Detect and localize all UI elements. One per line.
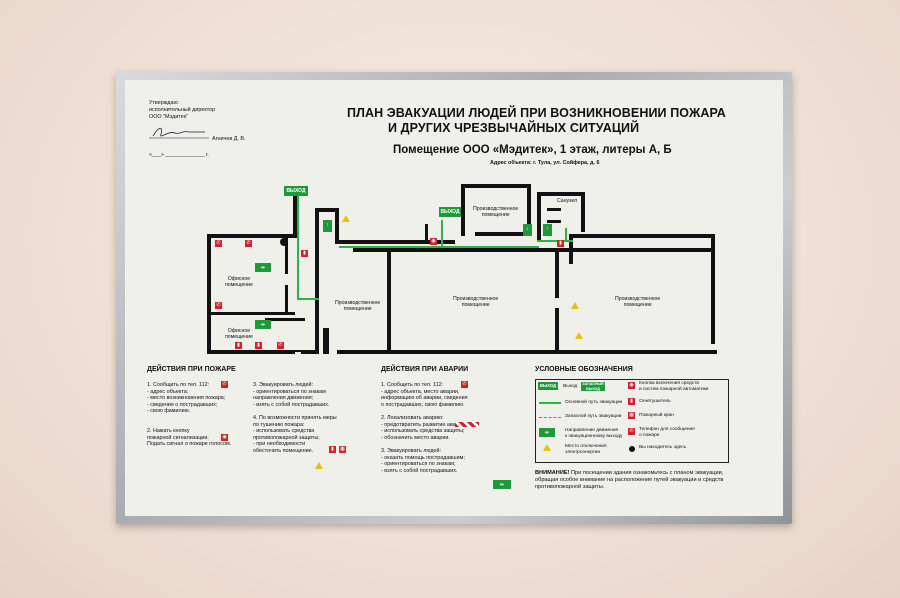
legend-table bbox=[535, 379, 729, 463]
phone-icon: ✆ bbox=[277, 342, 284, 349]
phone-icon: ✆ bbox=[461, 381, 468, 388]
plan-title-line-2: И ДРУГИХ ЧРЕЗВЫЧАЙНЫХ СИТУАЦИЙ bbox=[388, 121, 640, 135]
legend-exit-sign: ВЫХОД bbox=[538, 382, 558, 390]
power-off-warning-icon bbox=[575, 332, 583, 339]
legend-you-are-here: Вы находитесь здесь bbox=[639, 445, 687, 450]
notice-bold: ВНИМАНИЕ! bbox=[535, 470, 570, 476]
legend-exit: Выход bbox=[563, 384, 578, 389]
legend-alt-exit-sign: ЗАПАСНЫЙ ВЫХОД bbox=[581, 382, 605, 391]
room-office-1: Офисное помещение bbox=[225, 276, 253, 288]
notice: ВНИМАНИЕ! При посещении здания ознакомьт… bbox=[535, 470, 723, 491]
legend-you-are-here-icon bbox=[629, 446, 635, 452]
accident-actions-text: 1. Сообщить по тел. 112: - адрес объекта… bbox=[381, 382, 468, 474]
power-off-warning-icon bbox=[342, 215, 350, 222]
fire-button-icon: ◉ bbox=[430, 238, 437, 245]
direction-sign-1: ⇨ bbox=[255, 263, 271, 272]
extinguisher-icon: ▮ bbox=[301, 250, 308, 257]
direction-sign-4: ↓ bbox=[523, 224, 532, 236]
power-off-warning-icon bbox=[571, 302, 579, 309]
fire-actions-col-2: 3. Эвакуировать людей: - ориентироваться… bbox=[253, 382, 337, 454]
legend-main-route: Основной путь эвакуации bbox=[565, 400, 623, 405]
direction-sign-2: ⇨ bbox=[255, 320, 271, 329]
legend-direction-sign: ⇨ bbox=[539, 428, 555, 437]
legend-phone: Телефон для сообщения о пожаре bbox=[639, 427, 695, 438]
legend-main-route-line bbox=[539, 402, 561, 404]
you-are-here-icon bbox=[280, 238, 288, 246]
approval-signer: Агничев Д. В. bbox=[212, 136, 246, 142]
phone-icon: ✆ bbox=[215, 240, 222, 247]
direction-sign-5: ↑ bbox=[543, 224, 552, 236]
power-off-warning-icon bbox=[315, 462, 323, 469]
fire-actions-col-1: 1. Сообщить по тел. 112: - адрес объекта… bbox=[147, 382, 232, 448]
legend-hydrant-icon: ▦ bbox=[628, 412, 635, 419]
extinguisher-icon: ▮ bbox=[235, 342, 242, 349]
legend-phone-icon: ✆ bbox=[628, 428, 635, 435]
phone-icon: ✆ bbox=[215, 302, 222, 309]
direction-sign-legend: ⇨ bbox=[493, 480, 511, 489]
phone-icon: ✆ bbox=[221, 381, 228, 388]
extinguisher-icon: ▮ bbox=[255, 342, 262, 349]
room-office-2: Офисное помещение bbox=[225, 328, 253, 340]
approval-line-2: исполнительный директор bbox=[149, 107, 216, 113]
room-production-2: Производственное помещение bbox=[453, 296, 499, 308]
legend-power: Место отключения электроэнергии bbox=[565, 444, 607, 455]
exit-sign-left: ВЫХОД bbox=[284, 186, 308, 196]
legend-extinguisher-icon: ▮ bbox=[628, 398, 635, 405]
accident-actions-heading: ДЕЙСТВИЯ ПРИ АВАРИИ bbox=[381, 366, 469, 373]
legend-hydrant: Пожарный кран bbox=[639, 413, 674, 418]
legend-power-icon bbox=[543, 444, 551, 451]
approval-date: «___» _____________ г. bbox=[149, 152, 209, 158]
legend-heading: УСЛОВНЫЕ ОБОЗНАЧЕНИЯ bbox=[535, 366, 633, 373]
notice-text: При посещении здания ознакомьтесь с план… bbox=[535, 470, 724, 490]
fire-button-icon: ◉ bbox=[221, 434, 228, 441]
room-production-1: Производственное помещение bbox=[335, 300, 381, 312]
direction-sign-3: ↑ bbox=[323, 220, 332, 232]
plan-subtitle: Помещение ООО «Мэдитек», 1 этаж, литеры … bbox=[393, 144, 672, 156]
legend-button: Кнопка включения средств и систем пожарн… bbox=[639, 381, 709, 392]
plan-title-line-1: ПЛАН ЭВАКУАЦИИ ЛЮДЕЙ ПРИ ВОЗНИКНОВЕНИИ П… bbox=[347, 106, 726, 120]
evacuation-plan-sheet: Утверждаю: исполнительный директор ООО "… bbox=[125, 80, 783, 516]
extinguisher-icon: ▮ bbox=[557, 240, 564, 247]
hazard-stripe-icon bbox=[455, 422, 479, 427]
room-production-3: Производственное помещение bbox=[615, 296, 661, 308]
hydrant-icon: ▦ bbox=[339, 446, 346, 453]
fire-actions-heading: ДЕЙСТВИЯ ПРИ ПОЖАРЕ bbox=[147, 366, 236, 373]
approval-line-3: ООО "Мэдитек" bbox=[149, 114, 189, 120]
legend-button-icon: ◉ bbox=[628, 382, 635, 389]
legend-direction: Направление движения к эвакуационному вы… bbox=[565, 428, 623, 439]
signature-image bbox=[149, 127, 209, 139]
legend-spare-route: Запасной путь эвакуации bbox=[565, 414, 622, 419]
room-production-top: Производственное помещение bbox=[473, 206, 519, 218]
room-wc: Санузел bbox=[557, 198, 578, 204]
exit-sign-center: ВЫХОД bbox=[439, 207, 461, 217]
legend-spare-route-line bbox=[539, 417, 561, 418]
extinguisher-icon: ▮ bbox=[329, 446, 336, 453]
plan-address: Адрес объекта: г. Тула, ул. Сойфера, д. … bbox=[490, 160, 600, 166]
phone-icon: ✆ bbox=[245, 240, 252, 247]
approval-line-1: Утверждаю: bbox=[149, 100, 179, 106]
legend-extinguisher: Огнетушитель bbox=[639, 399, 671, 404]
